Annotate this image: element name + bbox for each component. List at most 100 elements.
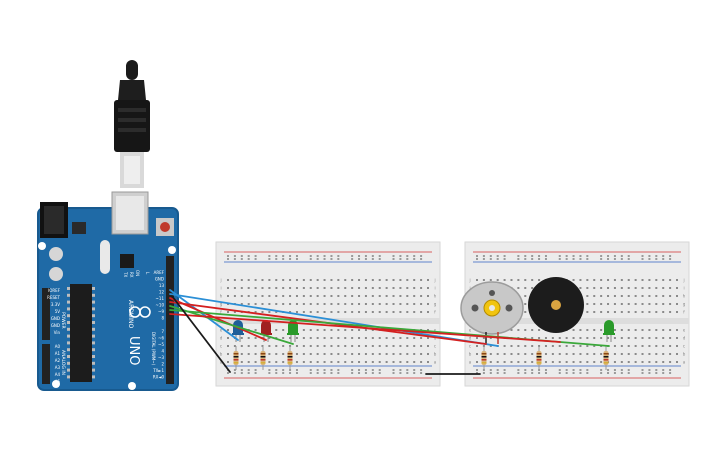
breadboard-hole	[524, 311, 527, 313]
digital-pin-label: ~10	[156, 303, 165, 308]
breadboard-hole	[620, 361, 623, 363]
breadboard-hole	[344, 345, 347, 347]
breadboard-hole	[600, 311, 603, 313]
jumper-wire[interactable]	[169, 293, 499, 347]
breadboard-hole	[392, 345, 395, 347]
row-letter: b	[434, 352, 437, 357]
breadboard-hole	[586, 295, 589, 297]
breadboard-hole	[620, 303, 623, 305]
breadboard-hole	[302, 303, 305, 305]
breadboard-hole	[392, 337, 395, 339]
breadboard-hole	[337, 295, 340, 297]
breadboard-hole	[295, 345, 298, 347]
rail-hole	[489, 258, 492, 260]
rail-hole	[227, 255, 229, 257]
breadboard-hole	[634, 361, 637, 363]
breadboard-hole	[510, 361, 513, 363]
breadboard-hole	[392, 311, 395, 313]
breadboard-hole	[268, 279, 271, 281]
breadboard-hole	[607, 295, 610, 297]
breadboard-hole	[413, 345, 416, 347]
rail-hole	[323, 255, 326, 257]
analog-pin-label: A0	[55, 344, 61, 349]
breadboard-hole	[275, 287, 278, 289]
resistors	[233, 346, 609, 370]
breadboard-hole	[427, 353, 429, 355]
breadboard-hole	[427, 279, 429, 281]
rail-hole	[392, 258, 395, 260]
breadboard-hole	[655, 287, 658, 289]
breadboard-hole	[316, 345, 319, 347]
rail-hole	[371, 255, 374, 257]
rail-hole	[351, 258, 354, 260]
breadboard-hole	[669, 287, 672, 289]
breadboard-hole	[538, 329, 541, 331]
chip-pin	[67, 293, 70, 297]
breadboard-hole	[358, 295, 361, 297]
breadboard-hole	[399, 303, 402, 305]
breadboard-hole	[399, 279, 402, 281]
breadboard-hole	[662, 287, 665, 289]
rail-hole	[330, 372, 333, 374]
breadboard-hole	[627, 295, 630, 297]
breadboard-hole	[227, 353, 229, 355]
breadboard-hole	[275, 361, 278, 363]
breadboard-hole	[282, 337, 285, 339]
rail-hole	[371, 372, 374, 374]
breadboard-hole	[351, 337, 354, 339]
breadboard-hole	[655, 353, 658, 355]
rail-hole	[323, 258, 326, 260]
breadboard-hole	[385, 353, 388, 355]
breadboard-hole	[586, 353, 589, 355]
chip-pin	[67, 368, 70, 372]
breadboard-hole	[586, 303, 589, 305]
breadboard-hole	[378, 345, 381, 347]
rail-hole	[351, 372, 354, 374]
breadboard-hole	[261, 345, 264, 347]
rail-hole	[476, 369, 478, 371]
jumper-wire[interactable]	[169, 313, 561, 343]
digital-pin-label: 7	[161, 329, 164, 334]
breadboard-hole	[427, 329, 429, 331]
breadboard-hole	[392, 279, 395, 281]
chip-pin	[92, 334, 95, 338]
row-letter: i	[434, 286, 435, 291]
breadboard-hole	[427, 361, 429, 363]
rail-hole	[358, 369, 361, 371]
digital-pin-label: 13	[159, 283, 165, 288]
breadboard-hole	[627, 311, 630, 313]
breadboard-hole	[302, 353, 305, 355]
rail-hole	[641, 255, 644, 257]
rail-hole	[406, 372, 409, 374]
jumper-wire[interactable]	[171, 295, 231, 373]
row-letter: h	[683, 294, 686, 299]
breadboard-hole	[517, 287, 520, 289]
breadboard-hole	[551, 345, 554, 347]
rail-hole	[275, 372, 278, 374]
row-letter: e	[220, 328, 223, 333]
breadboard-hole	[254, 279, 257, 281]
breadboard-hole	[586, 329, 589, 331]
breadboard-hole	[669, 279, 672, 281]
breadboard-hole	[323, 303, 326, 305]
breadboard-hole	[482, 337, 485, 339]
digital-pin-label: ~3	[158, 355, 164, 360]
rail-hole	[309, 258, 312, 260]
breadboard-hole	[662, 295, 665, 297]
breadboard-hole	[572, 361, 575, 363]
breadboard-hole	[600, 287, 603, 289]
breadboard-hole	[427, 337, 429, 339]
breadboard-hole	[289, 279, 292, 281]
breadboard-hole	[565, 345, 568, 347]
usb-chip	[120, 254, 134, 268]
breadboard-hole	[524, 303, 527, 305]
rail-hole	[586, 258, 589, 260]
breadboard-hole	[302, 287, 305, 289]
breadboard-hole	[600, 303, 603, 305]
rail-hole	[247, 255, 250, 257]
rail-hole	[378, 255, 381, 257]
breadboard-hole	[627, 337, 630, 339]
rail-hole	[503, 372, 506, 374]
breadboard-hole	[330, 311, 333, 313]
jumper-wire[interactable]	[169, 289, 239, 341]
